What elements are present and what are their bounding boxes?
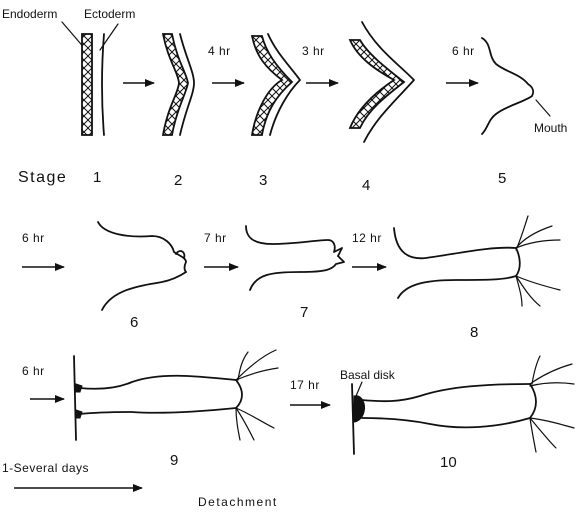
stage-number-9: 9: [170, 452, 178, 469]
stage-number-3: 3: [259, 172, 267, 189]
stage-word: Stage: [18, 169, 67, 186]
stage-number-5: 5: [498, 170, 506, 187]
stage-6-outline: [98, 222, 186, 310]
stage-number-10: 10: [440, 454, 457, 471]
basal-disk-pointer: [356, 382, 362, 396]
detachment-label: Detachment: [198, 495, 278, 509]
basal-disk-label: Basal disk: [340, 368, 396, 382]
time-label-6-7: 7 hr: [204, 231, 227, 245]
stage-2-tissue: [163, 34, 194, 135]
stage-number-7: 7: [300, 304, 308, 321]
several-days-label: 1-Several days: [2, 461, 89, 475]
stage-3-tissue: [252, 34, 300, 135]
mouth-label: Mouth: [534, 121, 567, 135]
ectoderm-label: Ectoderm: [84, 7, 135, 21]
stage-number-6: 6: [130, 314, 138, 331]
stage-9-outline: [74, 350, 278, 440]
time-label-9-10: 17 hr: [290, 378, 320, 392]
time-label-5-6: 6 hr: [22, 231, 45, 245]
stage-4-tissue: [350, 22, 414, 142]
stage-8-outline: [394, 216, 560, 306]
stage-number-1: 1: [93, 169, 101, 186]
time-label-2-3: 4 hr: [208, 44, 231, 58]
stage-5-outline: [482, 38, 533, 134]
endoderm-label: Endoderm: [2, 7, 57, 21]
time-label-8-9: 6 hr: [22, 364, 45, 378]
stage-7-outline: [246, 226, 344, 290]
time-label-4-5: 6 hr: [452, 44, 475, 58]
stage-number-2: 2: [174, 172, 182, 189]
time-label-3-4: 3 hr: [302, 44, 325, 58]
time-label-7-8: 12 hr: [352, 231, 382, 245]
mouth-pointer: [536, 100, 550, 116]
stage-number-8: 8: [470, 324, 478, 341]
stage-number-4: 4: [362, 177, 370, 194]
